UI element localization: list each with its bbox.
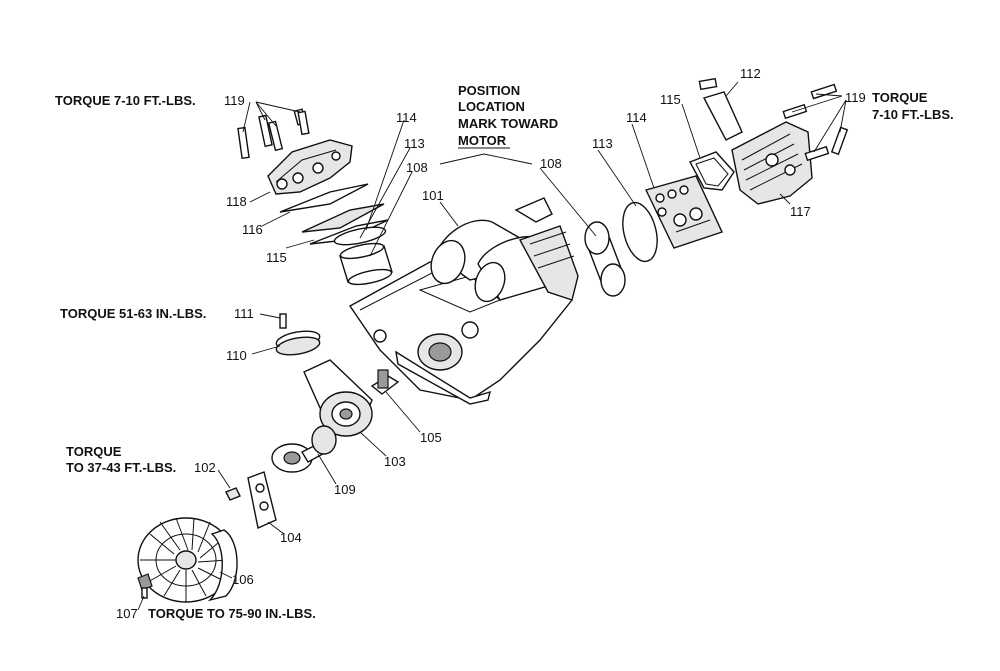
note-position-line-4: MOTOR <box>458 133 507 148</box>
left-sleeve-108 <box>339 242 393 286</box>
left-gasket-116 <box>279 183 369 213</box>
note-position-line-1: POSITION <box>458 83 520 98</box>
eccentric-109 <box>271 425 337 473</box>
part-label-117: 117 <box>790 204 811 219</box>
part-label-115-right: 115 <box>660 92 681 107</box>
part-label-102: 102 <box>194 460 216 475</box>
rod-screw-111 <box>279 313 287 329</box>
part-label-101: 101 <box>422 188 444 203</box>
part-label-111: 111 <box>234 306 254 321</box>
note-fan-nut-torque-line-1: TORQUE <box>66 444 122 459</box>
note-fan-screw-torque: TORQUE TO 75-90 IN.-LBS. <box>148 606 316 621</box>
right-gasket-115 <box>689 151 735 191</box>
left-valve-plate-114 <box>301 203 385 233</box>
left-cylinder-head-118 <box>267 139 353 195</box>
part-label-119-left: 119 <box>224 93 245 108</box>
torque-notes: TORQUE 7-10 FT.-LBS. POSITION LOCATION M… <box>55 83 954 621</box>
part-label-106: 106 <box>232 572 254 587</box>
crank-shaft-105 <box>370 369 400 395</box>
part-label-112: 112 <box>740 66 761 81</box>
part-label-110: 110 <box>226 348 247 363</box>
part-label-108-right: 108 <box>540 156 562 171</box>
note-head-left-torque: TORQUE 7-10 FT.-LBS. <box>55 93 196 108</box>
part-label-118: 118 <box>226 194 247 209</box>
right-ring-113 <box>622 201 658 263</box>
part-label-107: 107 <box>116 606 138 621</box>
right-valve-plate-114 <box>645 175 723 249</box>
part-label-108-left: 108 <box>406 160 428 175</box>
part-number-labels: 119 118 116 115 114 113 108 101 108 113 … <box>116 66 866 621</box>
note-position-line-3: MARK TOWARD <box>458 116 558 131</box>
part-label-113-right: 113 <box>592 136 613 151</box>
part-label-105: 105 <box>420 430 442 445</box>
fan-screw-107 <box>137 573 153 599</box>
left-ring-113 <box>333 226 387 246</box>
right-cylinder-head-117 <box>731 121 813 205</box>
right-sleeve-108 <box>584 221 626 297</box>
part-label-115-left: 115 <box>266 250 287 265</box>
note-fan-nut-torque-line-2: TO 37-43 FT.-LBS. <box>66 460 176 475</box>
piston-110 <box>275 330 321 356</box>
right-stud-112 <box>698 77 743 141</box>
fan-nut-102 <box>225 487 241 501</box>
motor-cylinder-101 <box>430 197 579 303</box>
fan-106 <box>137 517 238 603</box>
connecting-rod-103 <box>303 359 373 437</box>
note-head-right-torque-line-2: 7-10 FT.-LBS. <box>872 107 954 122</box>
left-head-bolts <box>237 108 310 160</box>
part-label-109: 109 <box>334 482 356 497</box>
part-label-113-left: 113 <box>404 136 425 151</box>
part-label-103: 103 <box>384 454 406 469</box>
note-head-right-torque-line-1: TORQUE <box>872 90 928 105</box>
part-label-104: 104 <box>280 530 302 545</box>
part-label-114-left: 114 <box>396 110 417 125</box>
part-label-114-right: 114 <box>626 110 647 125</box>
note-rod-torque: TORQUE 51-63 IN.-LBS. <box>60 306 206 321</box>
right-head-bolts <box>782 83 849 162</box>
leader-lines <box>137 81 847 611</box>
bracket-104 <box>247 471 277 529</box>
part-label-116: 116 <box>242 222 263 237</box>
note-position-line-2: LOCATION <box>458 99 525 114</box>
part-label-119-right: 119 <box>845 90 866 105</box>
